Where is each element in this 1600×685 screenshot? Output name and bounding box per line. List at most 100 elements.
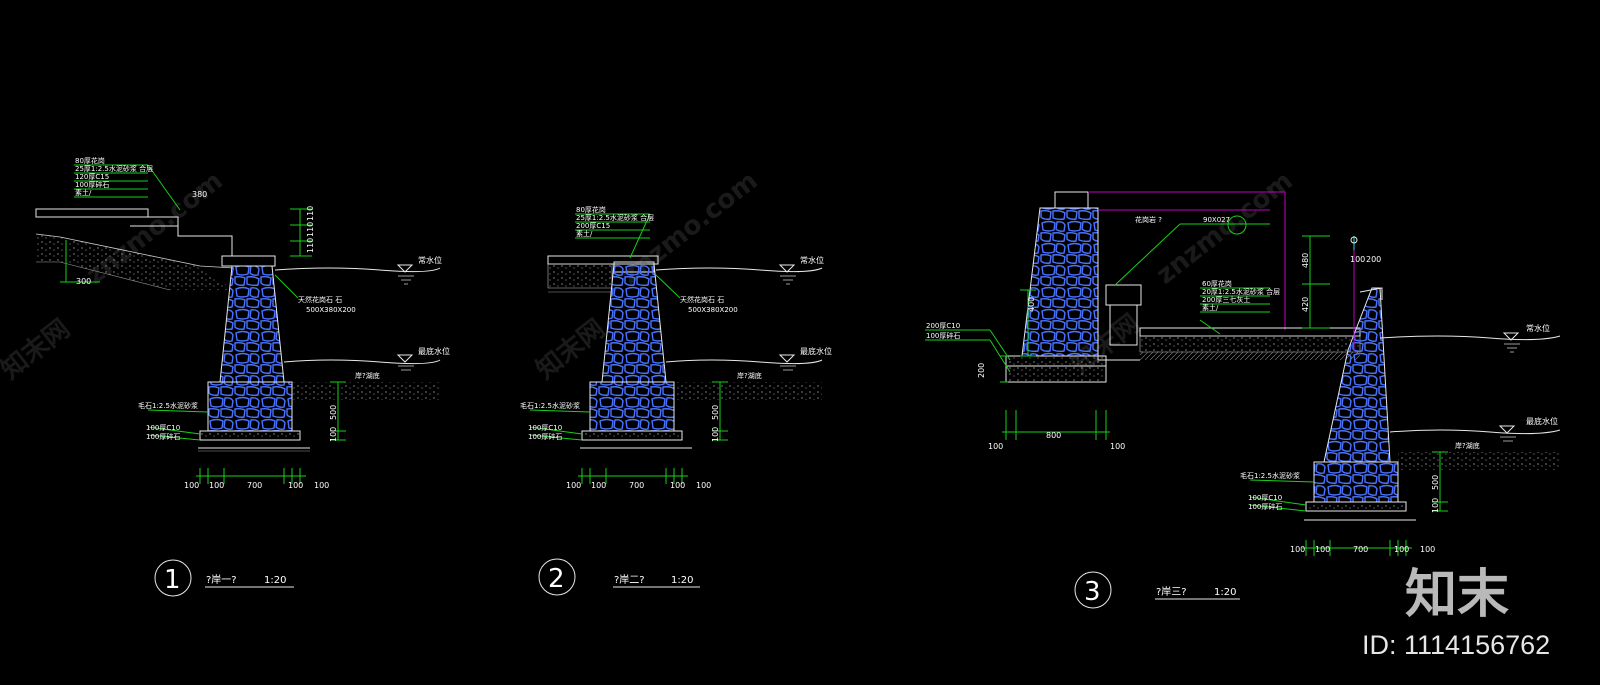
section-1: 80厚花岗 25厚1:2.5水泥砂浆 合层 120厚C15 100厚碎石 素土/…	[35, 156, 450, 597]
layer-label-3-0: 60厚花岗	[1202, 279, 1232, 288]
rubble-base-2	[589, 381, 675, 432]
dim-text-1-top0: 380	[192, 190, 207, 199]
section-scale-2: 1:20	[671, 575, 693, 586]
water-normal-label-3: 常水位	[1526, 323, 1550, 333]
gravel-fill-1	[36, 234, 234, 290]
section-title-3: ?岸三?	[1156, 586, 1187, 598]
step-2	[177, 226, 233, 244]
layer-leaders-1	[74, 164, 148, 198]
dim-text-3-left1: 200	[977, 363, 986, 378]
watermark-site-1: 知末网	[0, 314, 76, 386]
dim-text-3-b4: 100	[1420, 545, 1435, 554]
stone-size-1: 500X380X200	[306, 306, 356, 314]
bank-bottom-label-2: 岸?湖底	[737, 371, 762, 380]
stone-label-2: 天然花岗石 石	[680, 295, 724, 304]
dim-text-3-b2: 700	[1353, 545, 1368, 554]
dim-text-3-r3: 200	[1366, 255, 1381, 264]
layer-label-2-3: 素土/	[576, 229, 593, 238]
foundation-label-1-0: 毛石1:2.5水泥砂浆	[138, 401, 198, 410]
dim-side-3	[1432, 451, 1448, 512]
water-normal-label-2: 常水位	[800, 255, 824, 265]
lakebed-1	[292, 382, 440, 400]
c10-pad-3a	[1005, 355, 1107, 367]
section-2: 80厚花岗 25厚1:2.5水泥砂浆 合层 200厚C15 素土/ 天然花岗石 …	[520, 205, 832, 596]
section-title-1: ?岸一?	[206, 574, 237, 586]
left-label-3-0: 200厚C10	[926, 322, 960, 330]
water-normal-line-1	[274, 267, 441, 273]
dim-text-1-b0: 100	[184, 481, 199, 490]
rubble-wall-3a	[1021, 207, 1099, 357]
dim-text-1-top2: 110	[306, 222, 315, 237]
dim-text-2-b0: 100	[566, 481, 581, 490]
foundation-label-3-1: 100厚C10	[1248, 494, 1282, 502]
dim-text-1-top3: 110	[306, 238, 315, 253]
stone-label-1: 天然花岗石 石	[298, 295, 342, 304]
top-label-3-0: 花岗岩 ?	[1135, 215, 1162, 224]
water-low-label-2: 最底水位	[800, 346, 832, 356]
dim-text-3-r2: 100	[1350, 255, 1365, 264]
foundation-label-1-1: 100厚C10	[146, 424, 180, 432]
dim-side-1	[330, 381, 346, 441]
foundation-label-3-2: 100厚碎石	[1248, 502, 1282, 511]
dim-text-3-r0: 480	[1301, 253, 1310, 268]
soil-line-1	[36, 261, 171, 291]
dim-bottom-1	[196, 468, 306, 484]
layer-label-2-0: 80厚花岗	[576, 205, 606, 214]
water-normal-line-3	[1379, 335, 1561, 341]
foundation-label-2-1: 100厚C10	[528, 424, 562, 432]
dim-right-3	[1302, 235, 1330, 329]
water-low-line-1	[283, 359, 441, 365]
foundation-label-2-2: 100厚碎石	[528, 432, 562, 441]
dim-bottom-2	[578, 468, 688, 484]
dim-left-bottom-3	[1002, 410, 1110, 440]
dim-text-1-b2: 700	[247, 481, 262, 490]
section-scale-1: 1:20	[264, 575, 286, 586]
step-1	[130, 216, 179, 227]
gravel-pad-3a	[1005, 365, 1107, 383]
rubble-base-3	[1313, 461, 1399, 503]
dim-bottom-3	[1302, 540, 1412, 556]
layer-label-1-0: 80厚花岗	[75, 156, 105, 165]
section-number-circle-2	[538, 558, 576, 596]
planter-box-3	[1105, 284, 1142, 306]
foundation-label-2-0: 毛石1:2.5水泥砂浆	[520, 401, 580, 410]
section-number-circle-3	[1074, 571, 1112, 609]
dim-text-3-lb1: 800	[1046, 431, 1061, 440]
layer-label-1-3: 100厚碎石	[75, 180, 109, 189]
layer-label-2-2: 200厚C15	[576, 222, 610, 230]
dim-side-2	[712, 381, 728, 441]
dim-text-3-b3: 100	[1394, 545, 1409, 554]
dim-text-2-side1: 100	[711, 427, 720, 442]
water-low-label-3: 最底水位	[1526, 416, 1558, 426]
section-number-circle-1	[154, 559, 192, 597]
layer-label-1-2: 120厚C15	[75, 173, 109, 181]
railing-outline-3	[1088, 191, 1286, 330]
dim-text-2-b1: 100	[591, 481, 606, 490]
water-normal-line-2	[655, 267, 823, 273]
c10-pad-2	[581, 430, 683, 441]
foundation-label-1-2: 100厚碎石	[146, 432, 180, 441]
paving-slab-1	[35, 208, 149, 218]
water-marker-1	[396, 264, 414, 273]
dim-text-3-side1: 100	[1431, 498, 1440, 513]
dim-text-2-b4: 100	[696, 481, 711, 490]
dim-top-1	[290, 208, 312, 257]
dim-text-3-b1: 100	[1315, 545, 1330, 554]
section-scale-3: 1:20	[1214, 587, 1236, 598]
pavement-3	[1139, 327, 1361, 337]
brand-logo: 知末	[1405, 565, 1509, 625]
dim-left-1	[60, 240, 100, 283]
water-low-line-3	[1389, 429, 1561, 435]
dim-text-3-lb0: 100	[988, 442, 1003, 451]
layer-label-3-3: 素土/	[1202, 303, 1219, 312]
watermark-site-2: 知末网	[531, 314, 611, 386]
layer-leaders-2	[575, 213, 650, 239]
dim-text-3-r1: 420	[1301, 297, 1310, 312]
step-3	[231, 244, 276, 262]
dim-text-3-b0: 100	[1290, 545, 1305, 554]
rubble-wall-3b	[1323, 287, 1391, 463]
dim-text-3-lb2: 100	[1110, 442, 1125, 451]
dim-text-2-side0: 500	[711, 405, 720, 420]
water-normal-label-1: 常水位	[418, 255, 442, 265]
